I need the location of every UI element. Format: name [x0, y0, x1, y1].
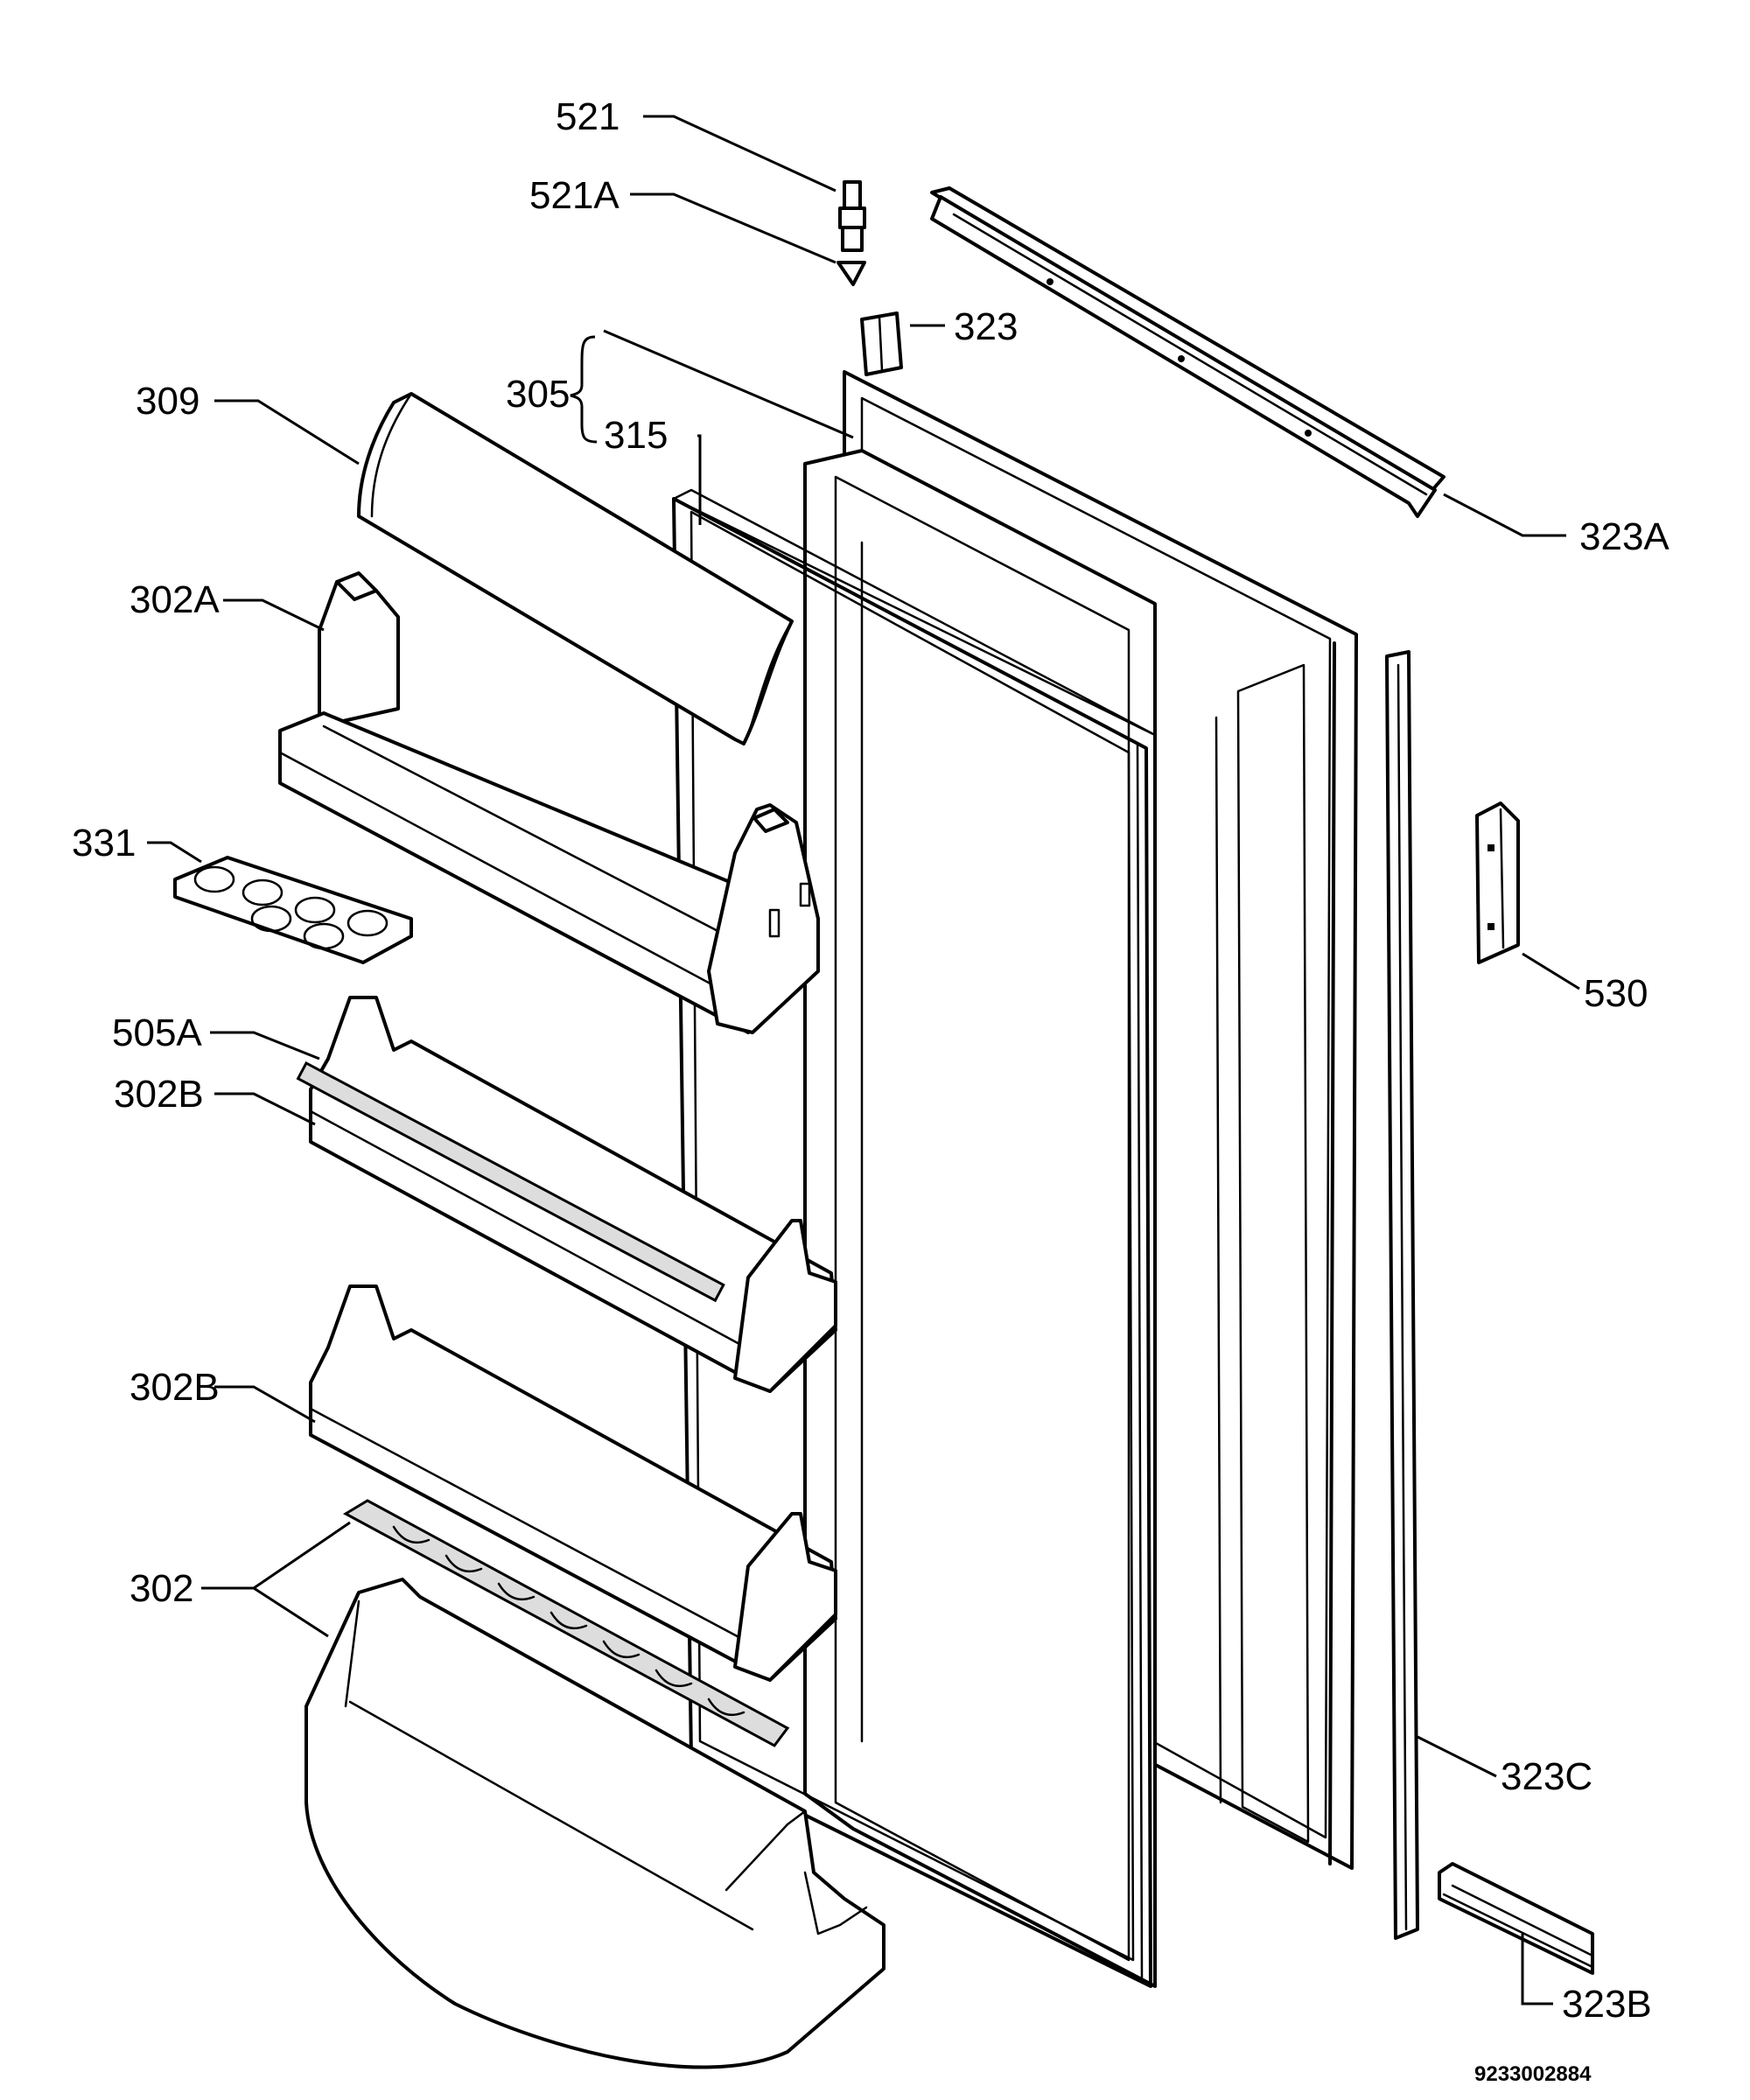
- hinge-bracket: [1475, 802, 1520, 964]
- part-labels: 521 521A 323 305 315 309 323A 302A 331 5…: [72, 95, 1670, 2086]
- middle-door-shelf-2: [309, 1284, 837, 1682]
- egg-tray: [173, 856, 413, 964]
- hinge-bushing: [836, 261, 866, 286]
- label-331: 331: [72, 822, 136, 864]
- label-323a: 323A: [1579, 515, 1670, 558]
- top-rail: [930, 186, 1446, 518]
- bottom-rail: [1438, 1862, 1594, 1975]
- label-302a: 302A: [130, 578, 220, 621]
- label-302b-lower: 302B: [130, 1366, 220, 1409]
- label-305: 305: [506, 373, 570, 416]
- upper-door-shelf: [278, 571, 820, 1034]
- label-302: 302: [130, 1567, 193, 1610]
- bottom-bottle-bin: [304, 1578, 886, 2069]
- drawing-code: 9233002884: [1474, 2062, 1592, 2086]
- label-323: 323: [954, 305, 1018, 348]
- brace-305: [570, 335, 598, 444]
- top-bracket: [860, 312, 903, 376]
- label-323c: 323C: [1501, 1755, 1592, 1798]
- label-521a: 521A: [529, 174, 620, 217]
- side-strip: [1385, 650, 1419, 1940]
- label-521: 521: [556, 95, 620, 138]
- leader-lines: [147, 115, 1580, 2006]
- dairy-compartment-flap: [357, 392, 794, 746]
- middle-door-shelf-1: [296, 996, 837, 1393]
- door-inner-liner: [803, 449, 1157, 1988]
- hinge-pin: [838, 180, 866, 252]
- label-309: 309: [136, 380, 200, 423]
- label-315: 315: [604, 414, 668, 457]
- label-302b-upper: 302B: [114, 1073, 204, 1116]
- label-530: 530: [1584, 972, 1648, 1015]
- label-505a: 505A: [112, 1012, 202, 1054]
- bottle-retainer-rack: [342, 1499, 790, 1747]
- label-323b: 323B: [1562, 1983, 1652, 2026]
